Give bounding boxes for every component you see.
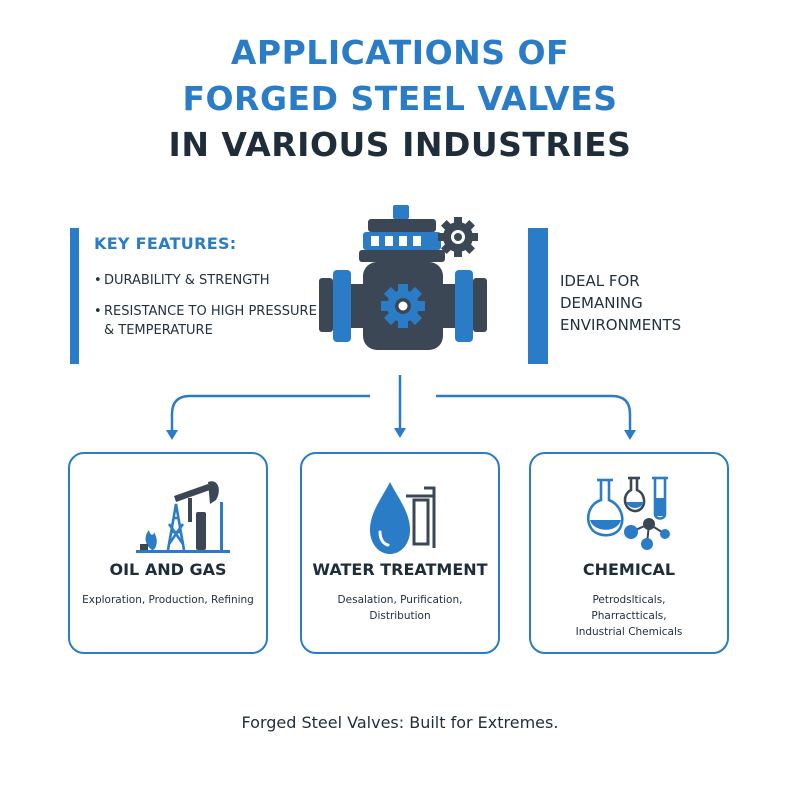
card-description: Petrodslticals, Pharractticals, Industri… <box>537 592 721 640</box>
card-description: Exploration, Production, Refining <box>76 592 260 608</box>
industry-card-water-treatment: WATER TREATMENT Desalation, Purification… <box>300 452 500 654</box>
card-description-line: Exploration, Production, Refining <box>82 594 254 606</box>
card-description-line: Pharractticals, <box>591 610 667 622</box>
ideal-for-panel: IDEAL FOR DEMANING ENVIRONMENTS <box>560 270 720 336</box>
ideal-line-1: IDEAL FOR <box>560 272 640 290</box>
title-line-3: IN VARIOUS INDUSTRIES <box>168 125 632 164</box>
valve-gear-icon <box>319 205 487 350</box>
card-title: CHEMICAL <box>582 560 676 579</box>
page-title: APPLICATIONS OF FORGED STEEL VALVES IN V… <box>0 30 800 168</box>
industry-card-chemical: CHEMICAL Petrodslticals, Pharractticals,… <box>529 452 729 654</box>
feature-item: •RESISTANCE TO HIGH PRESSURE & TEMPERATU… <box>94 302 324 340</box>
card-description-line: Petrodslticals, <box>592 594 666 606</box>
water-drop-tank-icon <box>370 482 436 554</box>
oil-derrick-icon <box>136 481 230 553</box>
feature-item-label: DURABILITY & STRENGTH <box>104 273 270 288</box>
flasks-molecule-icon <box>587 476 670 550</box>
right-accent-bar <box>528 228 548 364</box>
feature-item-label: RESISTANCE TO HIGH PRESSURE & TEMPERATUR… <box>104 304 317 338</box>
key-features-heading: KEY FEATURES: <box>94 234 237 253</box>
title-line-2: FORGED STEEL VALVES <box>182 79 618 118</box>
footer-tagline: Forged Steel Valves: Built for Extremes. <box>241 713 559 732</box>
card-description-line: Industrial Chemicals <box>575 626 683 638</box>
title-line-1: APPLICATIONS OF <box>230 33 570 72</box>
card-description-line: Desalation, Purification, Distribution <box>337 594 463 622</box>
feature-item: •DURABILITY & STRENGTH <box>94 273 270 288</box>
card-title: WATER TREATMENT <box>312 560 488 579</box>
left-accent-bar <box>70 228 79 364</box>
industry-card-oil-and-gas: OIL AND GAS Exploration, Production, Ref… <box>68 452 268 654</box>
card-description: Desalation, Purification, Distribution <box>308 592 492 624</box>
ideal-line-3: ENVIRONMENTS <box>560 316 682 334</box>
ideal-line-2: DEMANING <box>560 294 643 312</box>
card-title: OIL AND GAS <box>109 560 227 579</box>
key-features-panel: KEY FEATURES: •DURABILITY & STRENGTH •RE… <box>94 234 324 352</box>
